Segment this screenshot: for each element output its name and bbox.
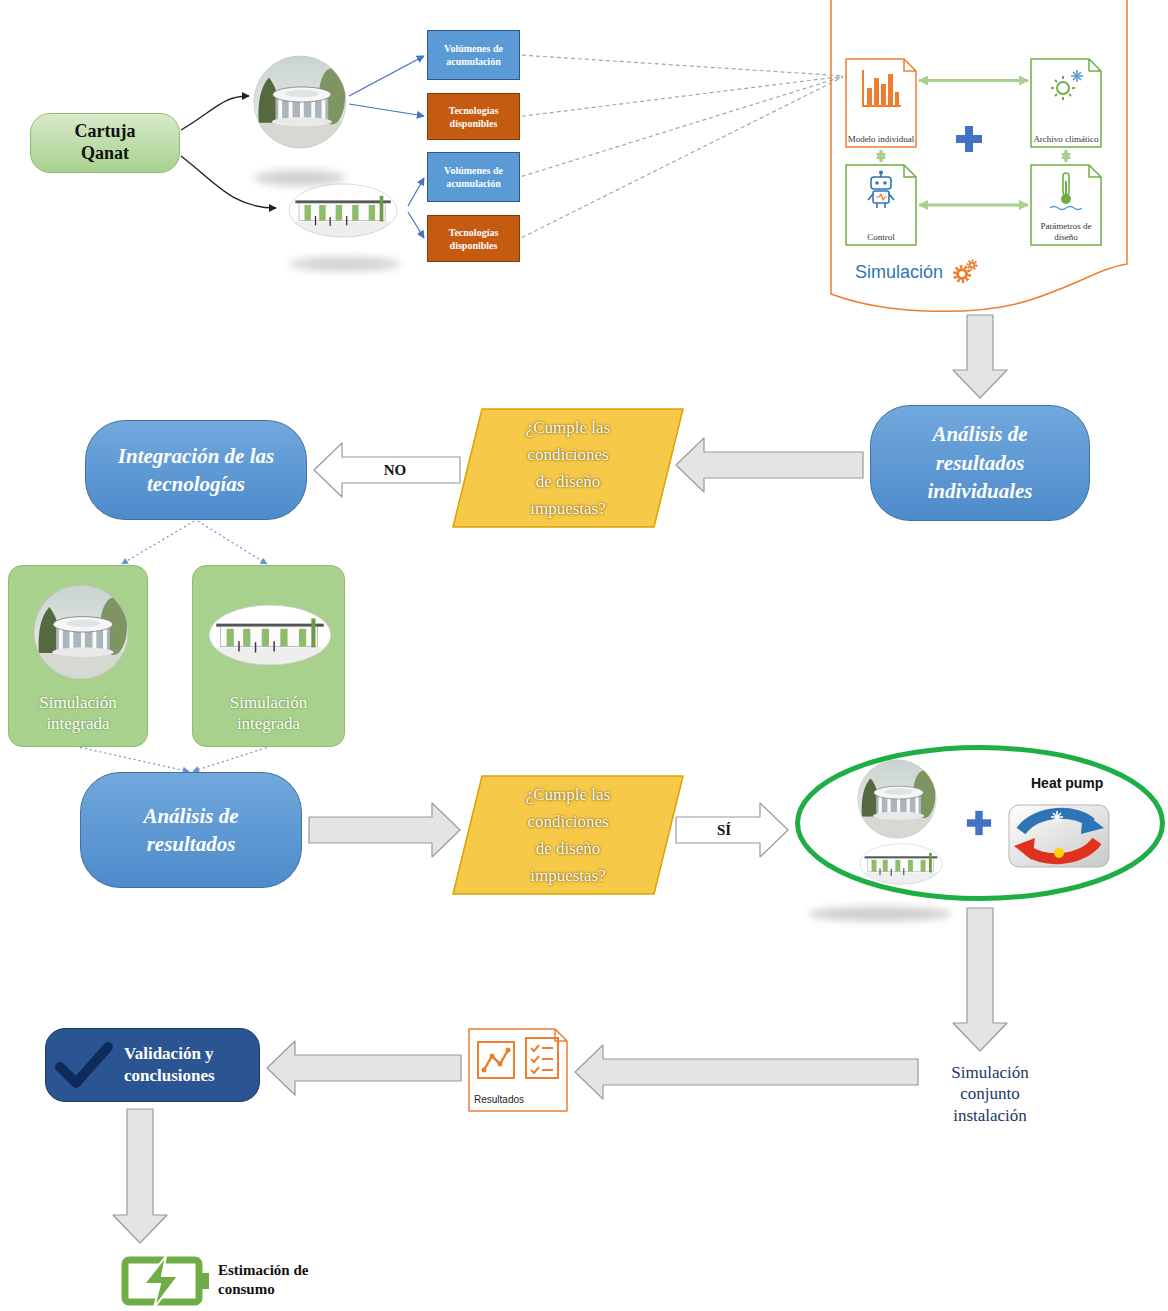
- pavilion-image: [853, 843, 949, 885]
- connector-line: [80, 747, 189, 771]
- ellipse-shadow: [808, 907, 952, 921]
- simulation-panel: Simulación Modelo individual Archivo climá…: [830, 0, 1128, 308]
- node-label: Simulación integrada: [206, 692, 331, 735]
- node-label: Integración de las tecnologías: [114, 442, 279, 499]
- connector-line: [522, 77, 843, 177]
- node-label: Análisis de resultados: [116, 802, 266, 859]
- block-arrow: [676, 803, 788, 857]
- block-arrow: [575, 1045, 918, 1099]
- connector-line: [522, 76, 843, 116]
- connector-line: [198, 521, 267, 564]
- model-document: Modelo individual: [845, 58, 917, 148]
- chart-icon: [859, 66, 903, 110]
- node-label: Control: [867, 232, 895, 242]
- connector-line: [919, 79, 1028, 82]
- thermometer-icon: [1048, 170, 1084, 210]
- block-arrow: [113, 1109, 167, 1243]
- branch-arrow: [349, 104, 424, 116]
- analysis-terminal: Análisis de resultados: [80, 772, 302, 888]
- node-outline: [830, 0, 1128, 308]
- block-arrow: [314, 443, 460, 497]
- decision-parallelogram: ¿Cumple las condiciones de diseño impues…: [452, 775, 684, 895]
- technology-box: Tecnologías disponibles: [427, 93, 520, 140]
- analysis-terminal: Análisis de resultados individuales: [870, 405, 1090, 521]
- connector-line: [919, 204, 1028, 207]
- line-chart-icon: [476, 1040, 516, 1080]
- node-label: ¿Cumple las condiciones de diseño impues…: [518, 414, 618, 523]
- heat-pump-icon: [1007, 803, 1111, 869]
- node-label: Parámetros de diseño: [1032, 221, 1100, 242]
- validation-box: Validación y conclusiones: [45, 1028, 260, 1102]
- node-label: ¿Cumple las condiciones de diseño impues…: [518, 781, 618, 890]
- block-arrow: [953, 908, 1007, 1051]
- parameters-document: Parámetros de diseño: [1030, 164, 1102, 246]
- node-label: Resultados: [474, 1094, 524, 1106]
- results-document: Resultados: [468, 1028, 568, 1112]
- plus-sign: [965, 809, 993, 837]
- edge-label: NO: [381, 461, 410, 479]
- integrated-simulation-box: Simulación integrada: [8, 565, 148, 747]
- pavilion-image: [253, 55, 347, 149]
- connector-line: [522, 55, 843, 76]
- node-label: Simulación: [855, 262, 943, 284]
- integration-terminal: Integración de las tecnologías: [85, 420, 307, 520]
- edge-label: SÍ: [714, 821, 734, 839]
- integrated-simulation-box: Simulación integrada: [192, 565, 345, 747]
- node-label: Heat pump: [1031, 775, 1103, 792]
- pavilion-image: [857, 759, 937, 839]
- technology-box: Tecnologías disponibles: [427, 215, 520, 262]
- climate-document: Archivo climático: [1030, 58, 1102, 148]
- robot-icon: [863, 170, 899, 210]
- climate-icon: [1046, 66, 1086, 106]
- node-label: Simulación conjunto instalación: [933, 1062, 1048, 1126]
- node-label: Simulación integrada: [16, 692, 141, 735]
- node-label: Estimación de consumo: [218, 1261, 313, 1300]
- gear-icon: [952, 258, 978, 284]
- branch-arrow: [181, 96, 249, 130]
- image-shadow: [289, 257, 401, 271]
- branch-arrow: [408, 178, 424, 206]
- node-label: Análisis de resultados individuales: [905, 420, 1055, 505]
- process-text: Simulación conjunto instalación: [925, 1058, 1055, 1130]
- node-label: Modelo individual: [848, 134, 915, 144]
- connector-line: [122, 521, 195, 564]
- connector-line: [1065, 150, 1068, 162]
- block-arrow: [267, 1041, 461, 1095]
- connector-line: [880, 150, 883, 162]
- node-label: Cartuja Qanat: [65, 121, 145, 164]
- control-document: Control: [845, 164, 917, 246]
- battery-icon: [120, 1252, 212, 1310]
- heat-pump-ellipse: Heat pump: [795, 745, 1165, 901]
- branch-arrow: [408, 212, 424, 238]
- node-label: Tecnologías disponibles: [431, 104, 516, 130]
- branch-arrow: [349, 56, 424, 96]
- image-shadow: [254, 170, 346, 186]
- node-label: Validación y conclusiones: [124, 1043, 254, 1087]
- storage-box: Volúmenes de acumulación: [427, 152, 520, 202]
- branch-arrow: [181, 156, 276, 208]
- connector-line: [193, 748, 267, 772]
- block-arrow: [953, 315, 1007, 398]
- node-label: Archivo climático: [1033, 134, 1098, 144]
- pavilion-image: [288, 183, 398, 238]
- connector-line: [522, 77, 843, 238]
- pavilion-image: [29, 584, 135, 680]
- block-arrow: [676, 438, 863, 492]
- checklist-icon: [524, 1036, 560, 1080]
- storage-box: Volúmenes de acumulación: [427, 30, 520, 80]
- check-mark: [52, 1037, 116, 1095]
- node-label: Volúmenes de acumulación: [431, 164, 516, 190]
- decision-parallelogram: ¿Cumple las condiciones de diseño impues…: [452, 408, 684, 528]
- block-arrow: [309, 803, 460, 857]
- plus-sign: [954, 124, 984, 154]
- consumption-estimate: Estimación de consumo: [120, 1250, 320, 1310]
- start-terminal: Cartuja Qanat: [30, 113, 180, 173]
- node-label: Volúmenes de acumulación: [431, 42, 516, 68]
- node-label: Tecnologías disponibles: [431, 226, 516, 252]
- pavilion-image: [207, 604, 333, 666]
